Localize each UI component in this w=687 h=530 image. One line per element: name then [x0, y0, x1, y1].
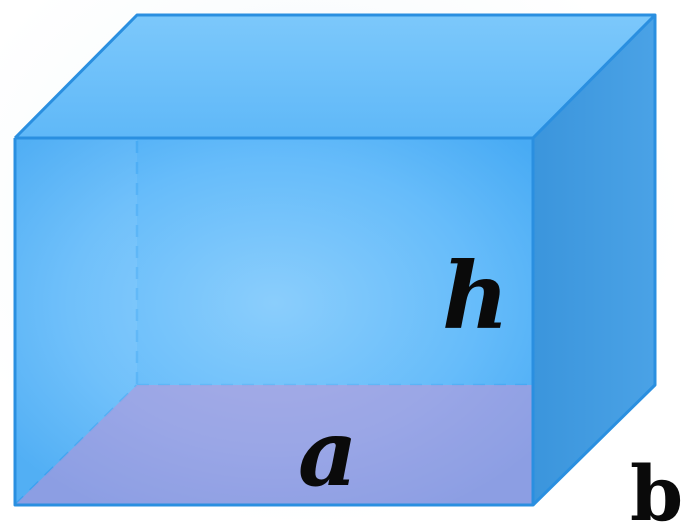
- length-label: a: [298, 399, 358, 507]
- side-face: [533, 15, 655, 505]
- width-label: b: [630, 449, 683, 530]
- front-face-outline: [13, 138, 535, 507]
- base-face-tint: [15, 385, 655, 505]
- side-face-outline: [531, 15, 657, 507]
- height-label: h: [442, 242, 509, 350]
- top-face: [15, 15, 655, 138]
